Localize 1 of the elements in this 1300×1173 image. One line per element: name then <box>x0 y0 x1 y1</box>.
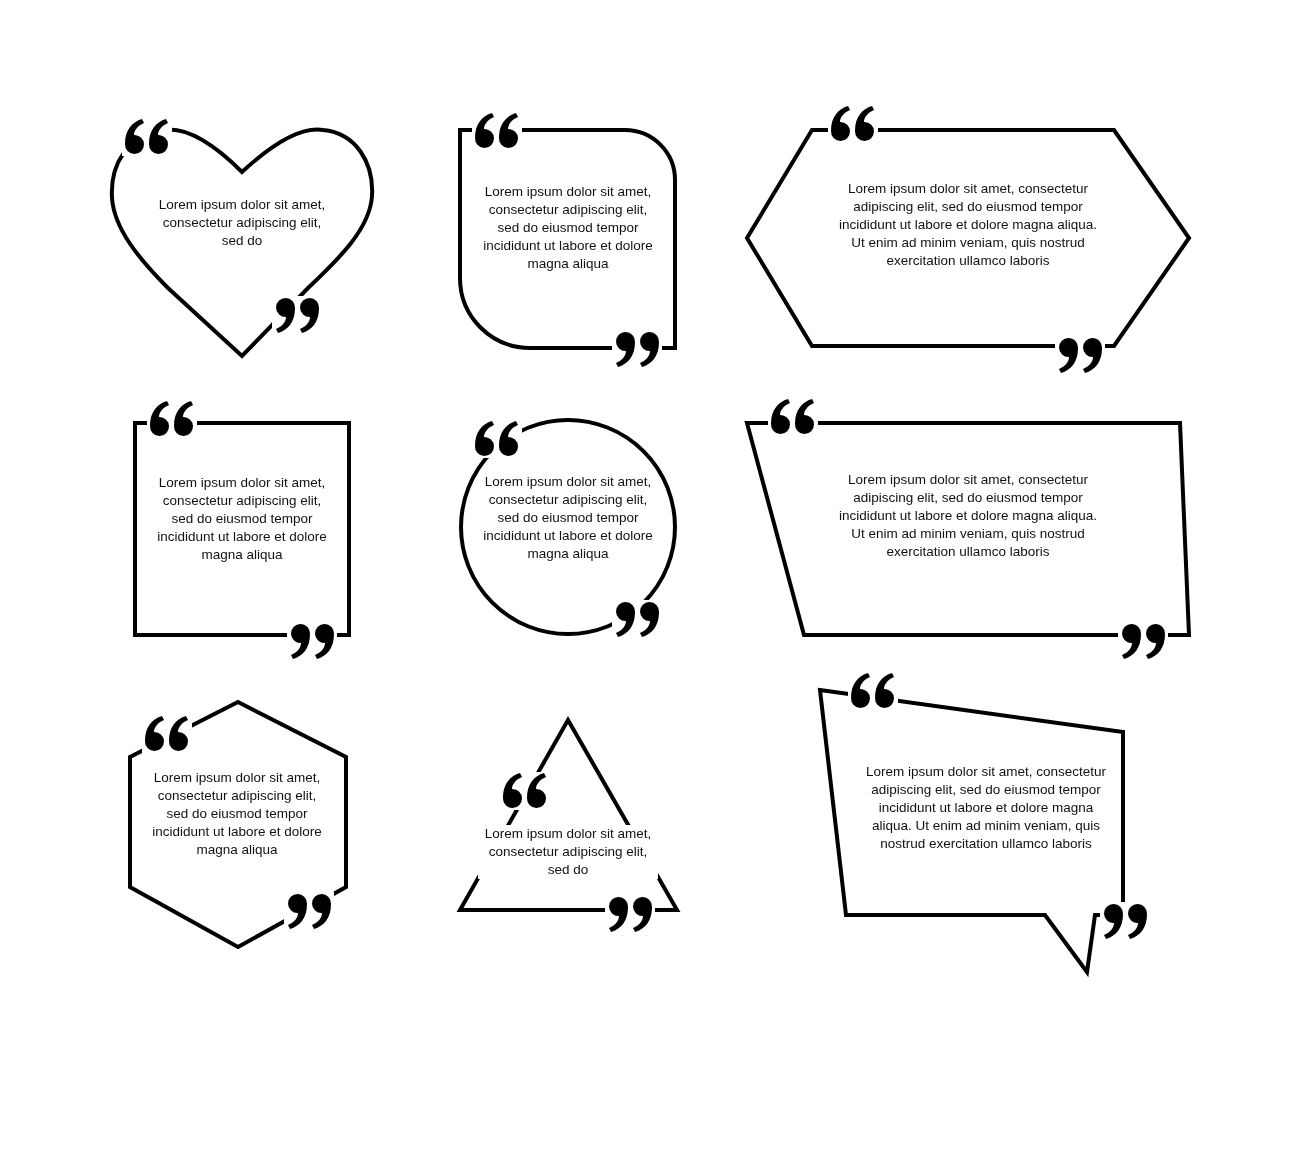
quote-text: Lorem ipsum dolor sit amet, consectetur adipiscing elit, sed do <box>478 825 658 879</box>
